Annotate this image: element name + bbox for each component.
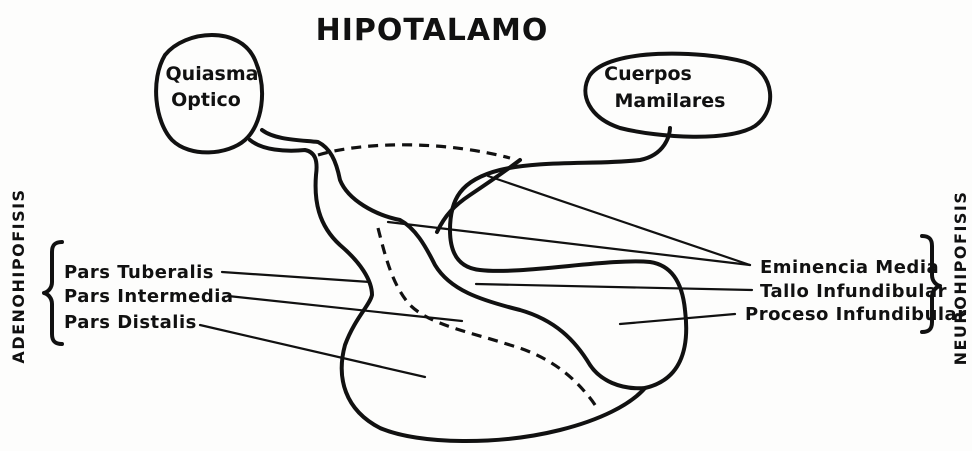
adenohipofisis-outline <box>250 140 645 441</box>
quiasma-label-line1: Quiasma <box>166 63 259 85</box>
diagram-title: HIPOTALAMO <box>316 13 549 48</box>
left-bracket <box>44 242 62 344</box>
label-pars-tuberalis: Pars Tuberalis <box>64 262 214 283</box>
leader-pars-distalis <box>200 325 425 377</box>
label-adenohipofisis: ADENOHIPOFISIS <box>9 188 28 363</box>
leader-proceso-infundibular <box>620 314 735 324</box>
pars-intermedia-boundary-dashed <box>378 228 598 410</box>
label-tallo-infundibular: Tallo Infundibular <box>760 281 947 302</box>
leader-pars-tuberalis <box>222 272 370 282</box>
label-pars-intermedia: Pars Intermedia <box>64 286 234 307</box>
leader-eminencia-media-2 <box>388 222 750 265</box>
cuerpos-label-line1: Cuerpos <box>604 63 692 85</box>
leader-pars-intermedia <box>228 296 462 321</box>
hypothalamus-boundary-dashed <box>318 145 510 158</box>
cuerpos-label-line2: Mamilares <box>615 90 726 112</box>
anterior-stalk-inner <box>262 128 686 388</box>
label-pars-distalis: Pars Distalis <box>64 312 197 333</box>
label-eminencia-media: Eminencia Media <box>760 257 939 278</box>
leader-eminencia-media-1 <box>488 176 750 265</box>
quiasma-label-line2: Optico <box>171 89 241 111</box>
leader-tallo-infundibular <box>476 284 752 290</box>
label-neurohipofisis: NEUROHIPOFISIS <box>951 191 970 366</box>
